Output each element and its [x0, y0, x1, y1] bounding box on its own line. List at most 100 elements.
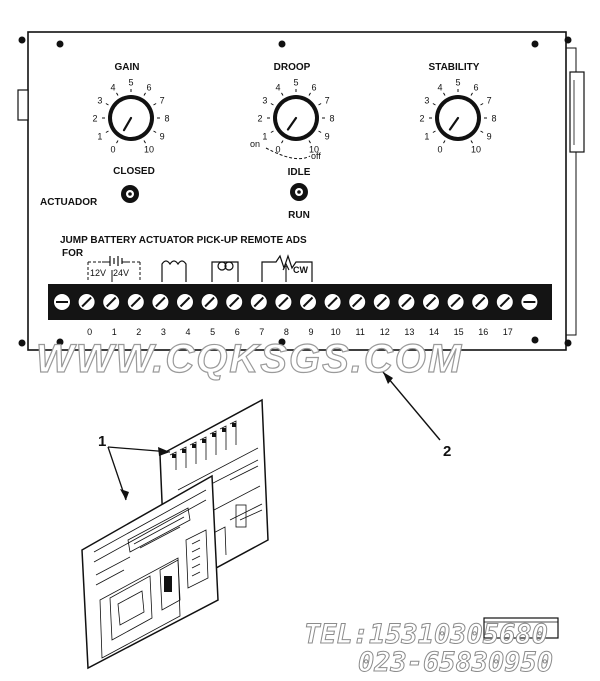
terminal-screw[interactable]: [348, 293, 367, 311]
cw-label: CW: [293, 265, 308, 275]
stability-scale-4: 4: [437, 82, 442, 92]
stability-scale-5: 5: [455, 78, 460, 88]
terminal-screw[interactable]: [53, 293, 71, 311]
terminal-screw[interactable]: [249, 293, 268, 311]
terminal-number: 7: [259, 327, 264, 337]
terminal-number: 6: [235, 327, 240, 337]
terminal-screw[interactable]: [176, 293, 194, 311]
watermark-tel: TEL:15310305680: [304, 619, 548, 650]
stability-scale-6: 6: [473, 82, 478, 92]
gain-scale-6: 6: [146, 82, 151, 92]
terminal-screw[interactable]: [422, 293, 440, 311]
droop-on-label: on: [250, 139, 260, 149]
terminal-number: 14: [429, 327, 439, 337]
terminal-screw[interactable]: [200, 293, 219, 311]
terminal-screw[interactable]: [520, 293, 539, 311]
droop-scale-1: 1: [262, 132, 267, 142]
droop-scale-8: 8: [329, 114, 334, 124]
gain-scale-9: 9: [160, 132, 165, 142]
gain-label: GAIN: [115, 62, 140, 73]
stability-scale-1: 1: [424, 132, 429, 142]
droop-scale-5: 5: [293, 78, 298, 88]
gain-scale-10: 10: [144, 145, 154, 155]
idle-run-toggle-switch[interactable]: [290, 183, 308, 201]
terminal-screw[interactable]: [151, 293, 170, 311]
terminal-screw[interactable]: [77, 293, 96, 311]
droop-scale-3: 3: [262, 96, 267, 106]
terminal-screw[interactable]: [102, 293, 121, 311]
terminal-number: 11: [356, 327, 365, 337]
gain-knob[interactable]: [108, 95, 154, 141]
terminal-screw[interactable]: [372, 293, 391, 311]
watermark-site: WWW.CQKSGS.COM: [36, 337, 463, 381]
terminal-number: 3: [161, 327, 166, 337]
stability-label: STABILITY: [429, 62, 480, 73]
terminal-number: 16: [478, 327, 488, 337]
battery-24v-label: 24V: [113, 268, 129, 278]
terminal-screw[interactable]: [225, 293, 244, 311]
droop-scale-6: 6: [311, 82, 316, 92]
terminal-number: 10: [331, 327, 341, 337]
terminal-screw[interactable]: [397, 293, 416, 311]
terminal-number: 8: [284, 327, 289, 337]
jump-battery-symbol: 12V 24V: [87, 256, 141, 282]
gain-scale-8: 8: [164, 114, 169, 124]
droop-label: DROOP: [274, 62, 311, 73]
terminal-number: 0: [87, 327, 92, 337]
droop-scale-9: 9: [325, 132, 330, 142]
terminal-number: 4: [185, 327, 190, 337]
gain-scale-0: 0: [110, 145, 115, 155]
terminal-number: 2: [136, 327, 141, 337]
terminal-number: 17: [503, 327, 513, 337]
stability-scale-2: 2: [419, 114, 424, 124]
terminal-number: 12: [380, 327, 390, 337]
stability-scale-8: 8: [491, 114, 496, 124]
terminal-screw[interactable]: [471, 293, 490, 311]
actuator-coil-symbol: [161, 260, 187, 282]
gain-scale-3: 3: [97, 96, 102, 106]
terminal-number: 15: [454, 327, 464, 337]
terminal-screw[interactable]: [126, 293, 145, 311]
callout-1-label: 1: [98, 433, 106, 450]
actuador-label: ACTUADOR: [40, 197, 98, 208]
droop-knob[interactable]: [273, 95, 319, 141]
droop-scale-0: 0: [275, 145, 280, 155]
run-label: RUN: [288, 210, 310, 221]
terminal-screw[interactable]: [446, 293, 465, 311]
actuator-toggle-switch[interactable]: [121, 185, 139, 203]
stability-scale-3: 3: [424, 96, 429, 106]
watermark-phone: 023-65830950: [358, 647, 553, 678]
terminal-number: 1: [112, 327, 117, 337]
terminal-screw[interactable]: [299, 293, 317, 311]
gain-scale-7: 7: [160, 96, 165, 106]
remote-potentiometer-symbol: CW: [261, 254, 313, 282]
pickup-sensor-symbol: [211, 261, 239, 282]
droop-knob-pointer: [286, 116, 298, 131]
terminal-number: 9: [308, 327, 313, 337]
callout-2-label: 2: [443, 443, 451, 460]
terminal-screw[interactable]: [495, 293, 514, 311]
stability-knob-pointer: [448, 116, 460, 131]
stability-knob[interactable]: [435, 95, 481, 141]
stability-scale-7: 7: [487, 96, 492, 106]
gain-scale-2: 2: [92, 114, 97, 124]
droop-scale-10: 10: [309, 145, 319, 155]
callout-2-leader: [382, 371, 441, 441]
droop-scale-7: 7: [325, 96, 330, 106]
stability-scale-10: 10: [471, 145, 481, 155]
idle-label: IDLE: [288, 167, 311, 178]
screw-icon: [18, 36, 572, 347]
droop-off-label: off: [311, 151, 321, 161]
bottom-right-part: [483, 617, 559, 639]
terminal-screw[interactable]: [323, 293, 342, 311]
stability-scale-0: 0: [437, 145, 442, 155]
function-labels: JUMP BATTERY ACTUATOR PICK-UP REMOTE ADS: [60, 235, 307, 246]
for-label: FOR: [62, 248, 84, 259]
droop-scale-4: 4: [275, 82, 280, 92]
terminal-number: 13: [404, 327, 414, 337]
terminal-screw[interactable]: [274, 293, 293, 311]
stability-scale-9: 9: [487, 132, 492, 142]
closed-label: CLOSED: [113, 166, 155, 177]
